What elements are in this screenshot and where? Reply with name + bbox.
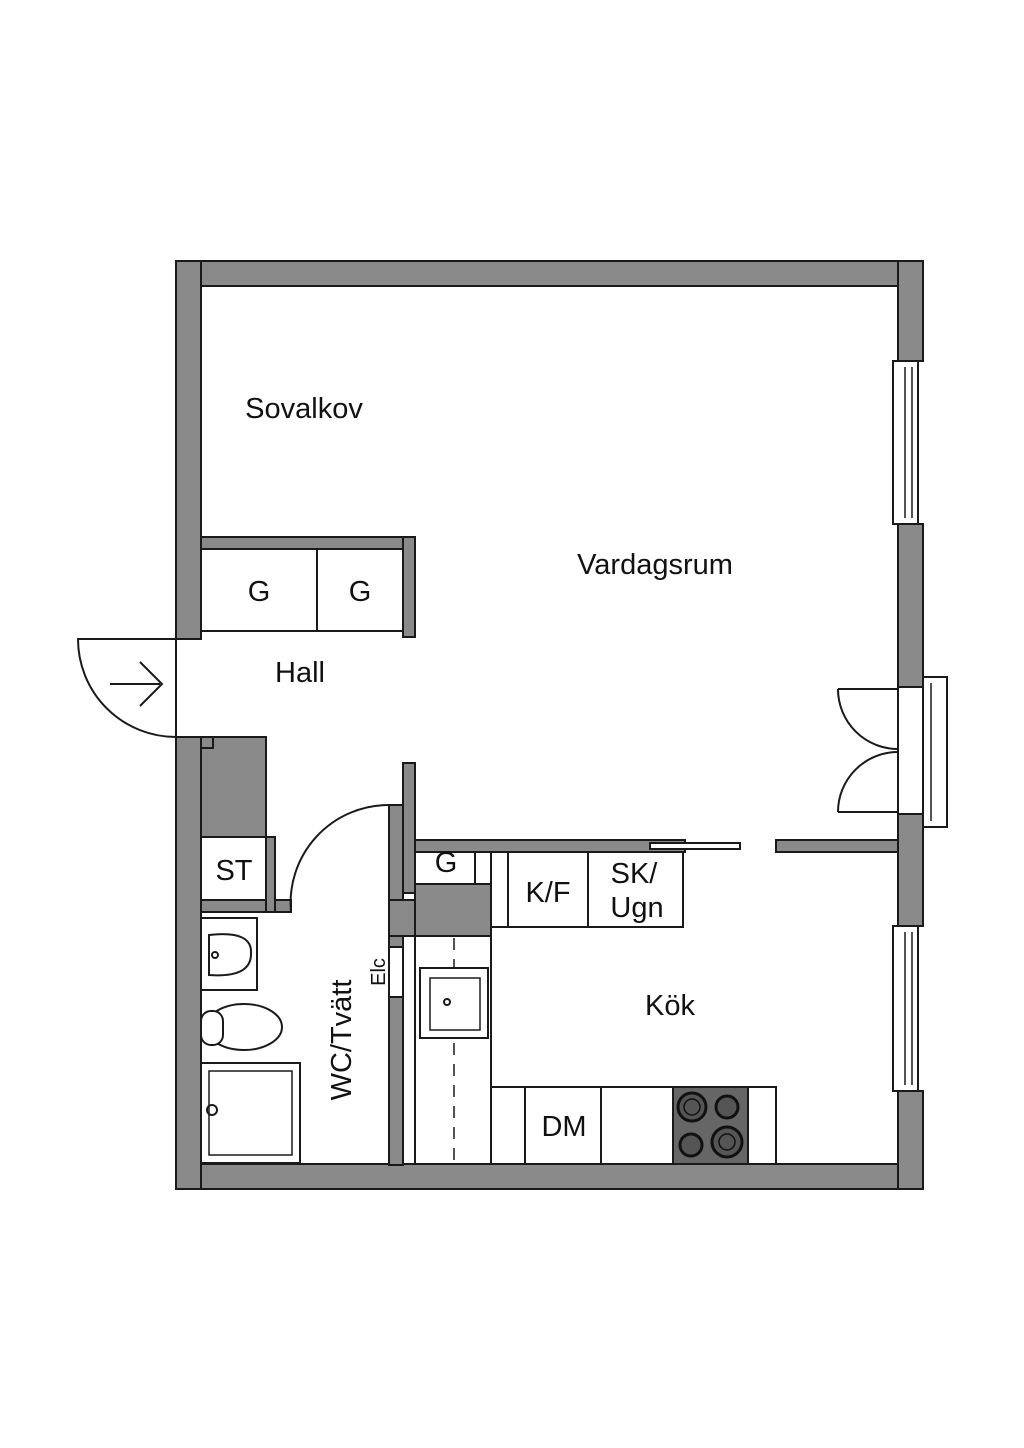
balcony-door <box>837 676 948 828</box>
kitchen-sink-icon <box>419 967 489 1039</box>
stove-icon <box>672 1086 749 1165</box>
wardrobe-label-1: G <box>248 576 271 608</box>
window-lower <box>892 925 919 1092</box>
electric-panel-label: Elc <box>368 958 390 986</box>
entrance-door <box>76 638 177 738</box>
wardrobes <box>200 548 476 885</box>
wardrobe-label-2: G <box>349 576 372 608</box>
wall-right-1 <box>897 260 924 362</box>
storage-label: ST <box>215 855 252 887</box>
storage-closet <box>200 836 267 901</box>
wall-wc-right-stub <box>388 899 416 937</box>
kitchen <box>414 842 777 1165</box>
room-label-kok: Kök <box>645 990 695 1022</box>
wall-hall-block <box>200 736 267 838</box>
wall-st-side <box>265 836 276 913</box>
sink-icon <box>200 917 258 991</box>
wall-right-2 <box>897 523 924 688</box>
walls <box>175 260 924 1190</box>
wall-hall-ledge <box>200 736 214 749</box>
sliding-door <box>649 842 741 850</box>
wall-kitchen-block <box>414 883 492 937</box>
wc-fixtures <box>200 917 301 1164</box>
shower-icon <box>200 1062 301 1164</box>
wall-left-upper <box>175 260 202 640</box>
wall-right-4 <box>897 1090 924 1190</box>
oven-cabinet <box>587 851 684 928</box>
dishwasher-label: DM <box>541 1111 586 1143</box>
arrow-right-icon <box>110 661 164 707</box>
room-label-sovalkov: Sovalkov <box>245 393 363 425</box>
oven-label-line2: Ugn <box>610 892 663 924</box>
oven-label-line1: SK/ <box>611 858 659 890</box>
wall-bottom <box>175 1163 924 1190</box>
wall-kitchen-top-right <box>775 839 899 853</box>
fridge-label: K/F <box>525 877 570 909</box>
wardrobe-label-3: G <box>435 847 458 879</box>
wall-top <box>175 260 924 287</box>
window-upper <box>892 360 919 525</box>
wall-divider-column <box>402 762 416 894</box>
windows <box>837 360 948 1092</box>
wall-wardrobe-side <box>402 536 416 638</box>
toilet-icon <box>200 1003 283 1051</box>
wall-sovalkov <box>200 536 416 550</box>
wall-right-3 <box>897 813 924 927</box>
room-label-hall: Hall <box>275 657 325 689</box>
room-label-wc: WC/Tvätt <box>326 980 358 1101</box>
wall-st-bottom <box>200 899 292 913</box>
wc-door <box>289 803 390 913</box>
room-label-vardagsrum: Vardagsrum <box>577 549 733 581</box>
labels: Sovalkov Vardagsrum Hall Kök WC/Tvätt G … <box>215 393 732 1143</box>
wall-left-lower <box>175 736 202 1190</box>
electric-panel <box>388 946 404 998</box>
